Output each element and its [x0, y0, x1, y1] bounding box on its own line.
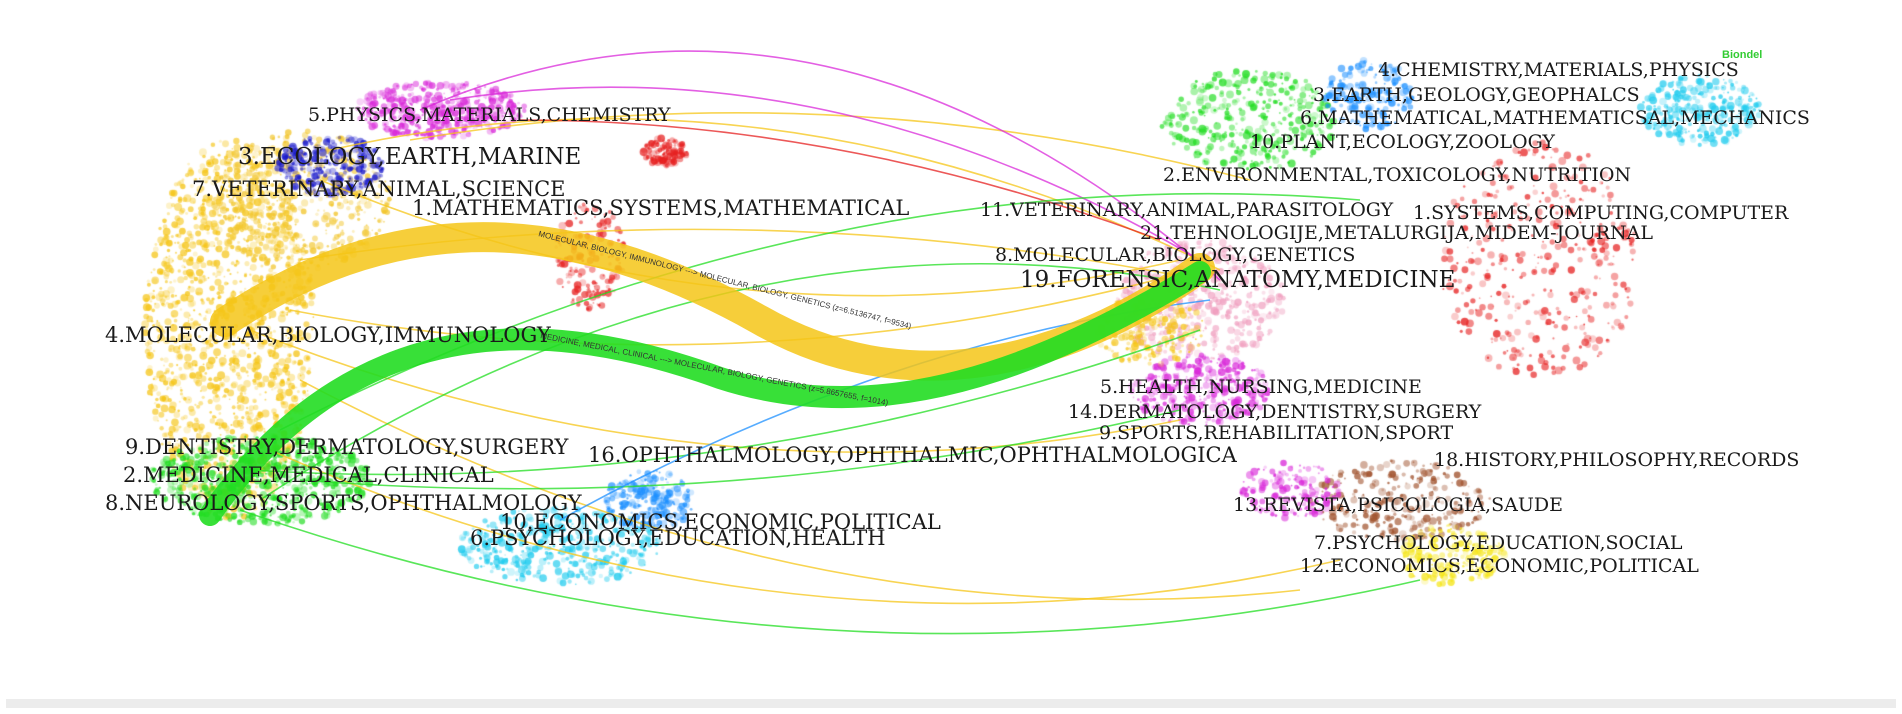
right-cluster-label: 7.PSYCHOLOGY,EDUCATION,SOCIAL — [1314, 532, 1683, 554]
right-cluster-label: 11.VETERINARY,ANIMAL,PARASITOLOGY — [980, 199, 1394, 221]
middle-cluster-labels: 16.OPHTHALMOLOGY,OPHTHALMIC,OPHTHALMOLOG… — [588, 443, 1238, 467]
footer-divider — [6, 699, 1896, 708]
citation-links — [239, 50, 1421, 635]
right-cluster-label: 14.DERMATOLOGY,DENTISTRY,SURGERY — [1068, 401, 1482, 423]
left-cluster-label: 10.ECONOMICS,ECONOMIC,POLITICAL — [500, 510, 941, 534]
citation-link — [249, 329, 1201, 476]
left-cluster-label: 5.PHYSICS,MATERIALS,CHEMISTRY — [308, 104, 671, 126]
left-cluster-label: 4.MOLECULAR,BIOLOGY,IMMUNOLOGY — [105, 323, 552, 347]
right-cluster-label: 10.PLANT,ECOLOGY,ZOOLOGY — [1250, 131, 1555, 153]
right-cluster-label: 21.TEHNOLOGIJE,METALURGIJA,MIDEM-JOURNAL — [1140, 222, 1653, 244]
citation-link — [289, 264, 1211, 346]
right-cluster-label: 13.REVISTA,PSICOLOGIA,SAUDE — [1233, 494, 1563, 516]
middle-cluster-label: 16.OPHTHALMOLOGY,OPHTHALMIC,OPHTHALMOLOG… — [588, 443, 1238, 467]
left-cluster-label: 8.NEUROLOGY,SPORTS,OPHTHALMOLOGY — [105, 491, 583, 515]
right-cluster-label: 3.EARTH,GEOLOGY,GEOPHALCS — [1313, 84, 1640, 106]
citation-link — [239, 509, 1421, 635]
citation-link — [449, 86, 1201, 261]
left-cluster-label: 1.MATHEMATICS,SYSTEMS,MATHEMATICAL — [412, 196, 909, 220]
citation-link — [299, 379, 1301, 601]
left-cluster-label: 3.ECOLOGY,EARTH,MARINE — [238, 144, 581, 170]
right-cluster-label: 19.FORENSIC,ANATOMY,MEDICINE — [1020, 267, 1455, 293]
right-cluster-label: 4.CHEMISTRY,MATERIALS,PHYSICS — [1378, 59, 1739, 81]
citation-link — [419, 50, 1221, 281]
right-cluster-label: 8.MOLECULAR,BIOLOGY,GENETICS — [995, 244, 1355, 266]
green-flow-band — [199, 261, 1211, 526]
left-cluster-label: 9.DENTISTRY,DERMATOLOGY,SURGERY — [125, 435, 570, 459]
citation-link — [329, 117, 1221, 271]
citation-link — [269, 449, 1341, 605]
right-cluster-label: 1.SYSTEMS,COMPUTING,COMPUTER — [1413, 202, 1789, 224]
citation-link — [519, 119, 1161, 241]
right-cluster-label: 18.HISTORY,PHILOSOPHY,RECORDS — [1434, 449, 1799, 471]
right-cluster-label: 9.SPORTS,REHABILITATION,SPORT — [1099, 422, 1453, 444]
right-cluster-label: 6.MATHEMATICAL,MATHEMATICSAL,MECHANICS — [1300, 107, 1810, 129]
right-cluster-label: 2.ENVIRONMENTAL,TOXICOLOGY,NUTRITION — [1163, 164, 1631, 186]
left-cluster-label: 7.VETERINARY,ANIMAL,SCIENCE — [192, 177, 566, 201]
citation-link — [299, 409, 1181, 490]
brand-label: Biondel — [1722, 49, 1762, 61]
citation-link — [259, 262, 1221, 501]
left-cluster-labels: 5.PHYSICS,MATERIALS,CHEMISTRY 3.ECOLOGY,… — [105, 104, 941, 550]
citation-link — [249, 329, 1181, 454]
left-cluster-label: 6.PSYCHOLOGY,EDUCATION,HEALTH — [470, 526, 886, 550]
right-cluster-labels: 4.CHEMISTRY,MATERIALS,PHYSICS 3.EARTH,GE… — [980, 59, 1810, 577]
citation-link — [409, 112, 1251, 181]
right-cluster-label: 5.HEALTH,NURSING,MEDICINE — [1100, 376, 1422, 398]
left-cluster-label: 2.MEDICINE,MEDICAL,CLINICAL — [123, 463, 494, 487]
right-cluster-label: 12.ECONOMICS,ECONOMIC,POLITICAL — [1300, 555, 1699, 577]
